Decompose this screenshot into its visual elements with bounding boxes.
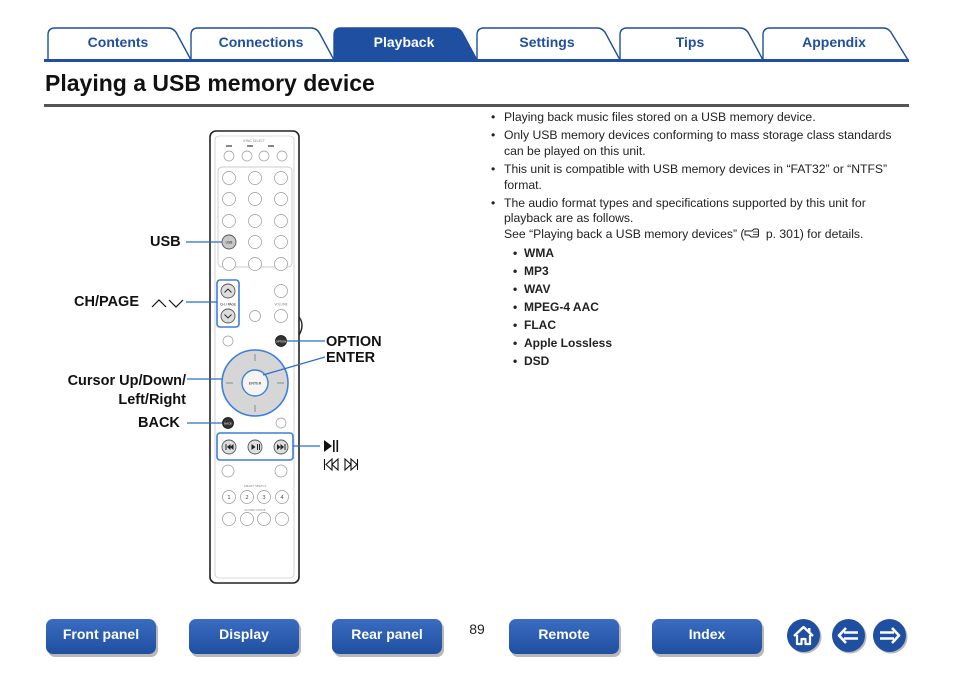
index-button[interactable]: Index <box>652 619 762 654</box>
tab-settings-label: Settings <box>519 34 575 50</box>
svg-text:OPTION: OPTION <box>276 339 287 343</box>
svg-text:VOLUME: VOLUME <box>274 303 287 307</box>
previous-page-button[interactable] <box>831 618 867 654</box>
home-button[interactable] <box>786 618 822 654</box>
callout-cursor-line2: Left/Right <box>118 392 186 408</box>
svg-text:ENTER: ENTER <box>249 381 262 386</box>
format-item: FLAC <box>490 318 910 334</box>
tab-playback[interactable]: Playback <box>330 27 478 60</box>
chapter-tabs: Contents Connections Playback Settings T… <box>44 27 910 62</box>
back-button <box>222 417 234 429</box>
tab-contents-label: Contents <box>87 34 149 50</box>
ch-page-highlight <box>216 279 240 328</box>
format-item: Apple Lossless <box>490 336 910 352</box>
forward-arrow-icon <box>873 619 908 654</box>
svg-text:4: 4 <box>280 495 284 501</box>
tab-underline <box>44 59 909 62</box>
format-item: WMA <box>490 246 910 262</box>
tab-contents[interactable]: Contents <box>44 27 192 60</box>
list-item: Playing back music files stored on a USB… <box>490 110 910 126</box>
list-item: The audio format types and specification… <box>490 196 910 242</box>
tab-playback-label: Playback <box>373 34 435 50</box>
format-item: DSD <box>490 354 910 370</box>
callout-ch-page: CH/PAGE <box>74 294 139 310</box>
tab-settings[interactable]: Settings <box>473 27 621 60</box>
tab-connections-label: Connections <box>218 34 304 50</box>
option-button <box>275 335 287 347</box>
enter-button <box>241 369 269 397</box>
svg-text:2: 2 <box>245 495 249 501</box>
front-panel-button[interactable]: Front panel <box>46 619 156 654</box>
home-icon <box>787 619 822 654</box>
rear-panel-button[interactable]: Rear panel <box>332 619 442 654</box>
title-divider <box>44 104 909 107</box>
page-title: Playing a USB memory device <box>45 70 375 96</box>
content-column: Playing back music files stored on a USB… <box>490 110 910 372</box>
reference-hand-icon <box>744 228 760 238</box>
remote-button[interactable]: Remote <box>509 619 619 654</box>
callout-cursor-line1: Cursor Up/Down/ <box>67 373 186 389</box>
tab-tips-label: Tips <box>675 34 705 50</box>
callout-usb: USB <box>150 234 181 250</box>
back-arrow-icon <box>832 619 867 654</box>
svg-text:SMART SELECT: SMART SELECT <box>244 484 267 488</box>
format-item: MPEG-4 AAC <box>490 300 910 316</box>
callout-option: OPTION <box>326 334 382 350</box>
svg-text:SOUND MODE: SOUND MODE <box>244 508 265 512</box>
page-number: 89 <box>469 621 485 637</box>
remote-illustration: SYNC SELECT USB CH / PAGE VOLUME <box>44 125 404 590</box>
tab-tips[interactable]: Tips <box>616 27 764 60</box>
svg-text:BACK: BACK <box>224 421 232 425</box>
play-pause-icon <box>324 440 339 452</box>
sync-select-label: SYNC SELECT <box>243 139 265 143</box>
svg-text:CH / PAGE: CH / PAGE <box>220 303 236 307</box>
tab-appendix[interactable]: Appendix <box>759 27 909 60</box>
next-page-button[interactable] <box>872 618 908 654</box>
tab-appendix-label: Appendix <box>802 34 866 50</box>
feature-list: Playing back music files stored on a USB… <box>490 110 910 242</box>
see-prefix: See “Playing back a USB memory devices” … <box>504 226 745 241</box>
ch-page-chevrons-icon <box>151 299 184 308</box>
callout-cursor: Cursor Up/Down/ Left/Right <box>44 372 186 410</box>
format-item: MP3 <box>490 264 910 280</box>
format-item: WAV <box>490 282 910 298</box>
enter-leader <box>262 356 326 376</box>
svg-text:1: 1 <box>227 495 231 501</box>
see-reference: See “Playing back a USB memory devices” … <box>504 227 910 242</box>
display-button[interactable]: Display <box>189 619 299 654</box>
list-item: Only USB memory devices conforming to ma… <box>490 128 910 159</box>
see-suffix: p. 301) for details. <box>762 226 864 241</box>
svg-text:3: 3 <box>262 495 266 501</box>
format-list: WMA MP3 WAV MPEG-4 AAC FLAC Apple Lossle… <box>490 246 910 370</box>
skip-icon <box>323 457 359 472</box>
list-item: This unit is compatible with USB memory … <box>490 162 910 193</box>
list-item-text: The audio format types and specification… <box>504 196 866 226</box>
tab-connections[interactable]: Connections <box>187 27 335 60</box>
callout-back: BACK <box>138 415 180 431</box>
callout-enter: ENTER <box>326 350 376 366</box>
svg-text:USB: USB <box>226 241 234 245</box>
